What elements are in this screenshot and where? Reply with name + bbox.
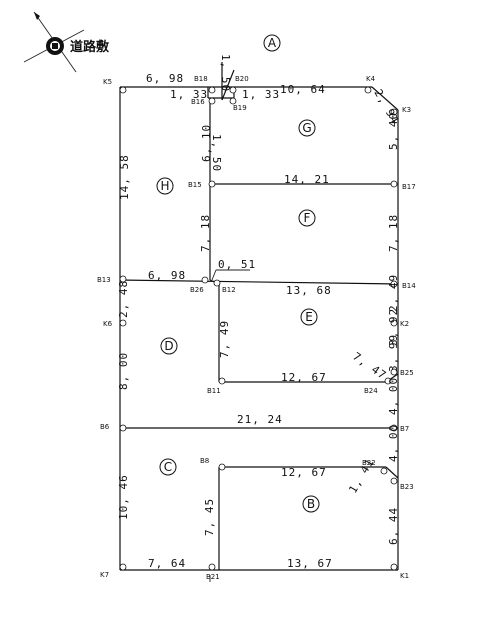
survey-markers — [119, 86, 398, 571]
dim-b16-vert: 1, 50 — [210, 134, 223, 172]
dim-diag-b23: 1, 41 — [346, 456, 376, 496]
point-label: K3 — [402, 106, 411, 114]
point-label: K5 — [103, 78, 112, 86]
lot-label-c: C — [164, 460, 172, 474]
compass-rose-icon — [23, 11, 85, 73]
lot-label-b: B — [307, 497, 315, 511]
dim-e-left: 7, 49 — [218, 320, 231, 358]
point-label: B25 — [400, 369, 414, 377]
dim-step-left: 1, 33 — [170, 88, 208, 101]
point-label: K6 — [103, 320, 113, 328]
point-label: K4 — [366, 75, 376, 83]
point-label: B12 — [222, 286, 236, 294]
point-label: B16 — [191, 98, 205, 106]
road-label: 道路敷 — [70, 39, 110, 55]
dim-b8: 12, 67 — [281, 466, 327, 479]
lot-label-a: A — [268, 36, 277, 50]
point-label: B17 — [402, 183, 416, 191]
point-label: B20 — [235, 75, 249, 83]
dim-b13: 6, 98 — [148, 269, 186, 282]
dim-b-right: 6, 44 — [387, 507, 400, 545]
point-label: B21 — [206, 573, 220, 581]
point-label: B11 — [207, 387, 221, 395]
dim-diag-b25: 7, 47 — [350, 350, 389, 383]
dim-k2-a: 2, 49 — [387, 274, 400, 312]
dim-top-right: 10, 64 — [280, 83, 326, 96]
point-label: B8 — [200, 457, 209, 465]
lot-label-g: G — [302, 121, 311, 135]
dim-k2-b: 3, 92 — [387, 308, 400, 346]
point-label: B19 — [233, 104, 247, 112]
point-label: K1 — [400, 572, 409, 580]
dim-k2-c: 3, 99 — [387, 334, 400, 372]
dim-b7-down: 4, 00 — [387, 424, 400, 462]
point-label: B14 — [402, 282, 416, 290]
point-label: B26 — [190, 286, 204, 294]
dim-bottom-left: 7, 64 — [148, 557, 186, 570]
point-label: B24 — [364, 387, 378, 395]
lot-label-h: H — [160, 179, 169, 193]
dim-a-vert: 1, 50 — [219, 54, 232, 92]
point-label: B15 — [188, 181, 202, 189]
dim-step-right: 1, 33 — [242, 88, 280, 101]
point-label: B13 — [97, 276, 111, 284]
dim-d-left2: 8, 00 — [117, 352, 130, 390]
boundary-lines — [119, 62, 399, 582]
dim-b-left: 7, 45 — [203, 498, 216, 536]
dim-top-left: 6, 98 — [146, 72, 184, 85]
point-label: B6 — [100, 423, 110, 431]
lot-labels: A B C D E F G H — [156, 34, 320, 513]
point-label: B22 — [362, 459, 376, 467]
dim-d-left1: 2, 48 — [117, 280, 130, 318]
point-label: K2 — [400, 320, 409, 328]
point-label: B7 — [400, 425, 409, 433]
dim-b15: 14, 21 — [284, 173, 330, 186]
dim-b6: 21, 24 — [237, 413, 283, 426]
dim-b12: 13, 68 — [286, 284, 332, 297]
dim-f-right: 7, 18 — [387, 214, 400, 252]
dim-b11: 12, 67 — [281, 371, 327, 384]
vertical-dimensions: 1, 50 1, 50 2, 94 5, 40 6, 10 14, 58 7, … — [117, 54, 402, 545]
dim-bottom-right: 13, 67 — [287, 557, 333, 570]
dim-small: 0, 51 — [218, 258, 256, 271]
dim-f-left: 7, 18 — [199, 214, 212, 252]
dim-c-left: 10, 46 — [117, 474, 130, 520]
lot-label-e: E — [305, 310, 313, 324]
dim-g-right: 5, 40 — [387, 112, 400, 150]
point-labels: K5 B18 B20 K4 K3 B16 B19 B15 B17 B13 B26… — [97, 75, 416, 581]
dim-b7-up: 4, 00 — [387, 377, 400, 415]
dim-g-left: 6, 10 — [200, 124, 213, 162]
lot-label-d: D — [164, 339, 173, 353]
point-label: B23 — [400, 483, 414, 491]
horizontal-dimensions: 6, 98 10, 64 1, 33 1, 33 14, 21 6, 98 0,… — [146, 72, 333, 570]
point-label: B18 — [194, 75, 208, 83]
point-label: K7 — [100, 571, 109, 579]
lot-label-f: F — [304, 211, 311, 225]
dim-h-left: 14, 58 — [118, 154, 131, 200]
